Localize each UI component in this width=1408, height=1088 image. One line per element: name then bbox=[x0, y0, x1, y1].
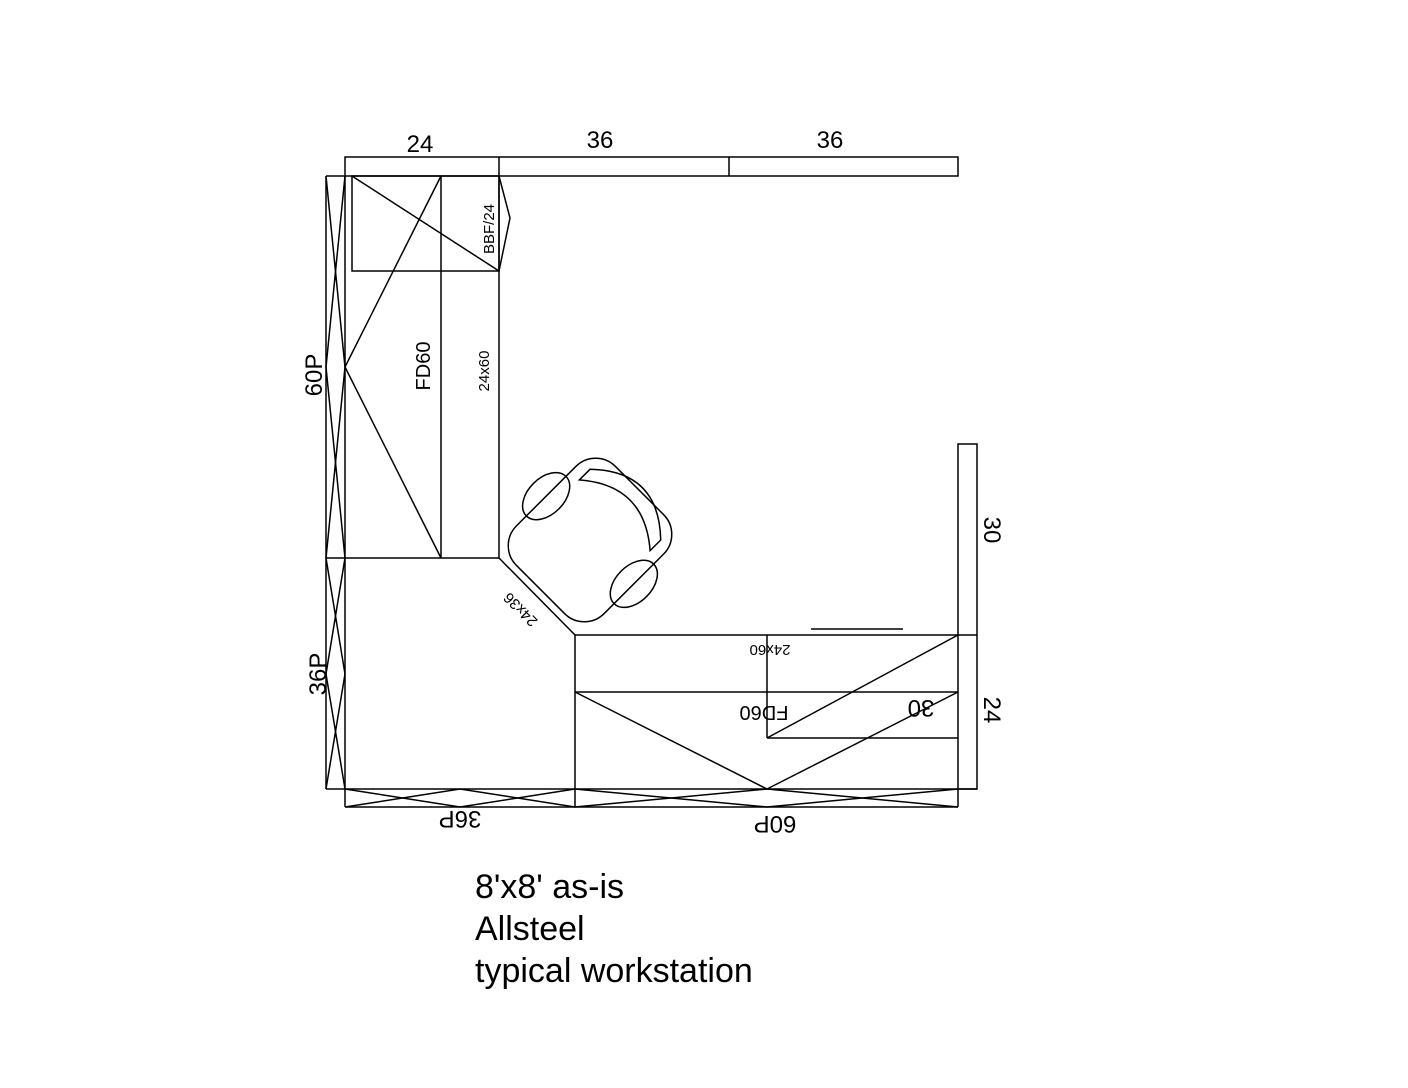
top-dim-24: 24 bbox=[407, 131, 434, 158]
right-dim-30: 30 bbox=[978, 517, 1005, 544]
fd60-bottom-label: FD60 bbox=[740, 701, 789, 723]
caption-line-3: typical workstation bbox=[475, 952, 753, 990]
right-dim-24: 24 bbox=[978, 697, 1005, 724]
top-dim-36-a: 36 bbox=[587, 127, 614, 154]
left-panel-36p: 36P bbox=[305, 653, 332, 696]
right-end-panel bbox=[957, 443, 978, 790]
left-panel-60p: 60P bbox=[301, 354, 328, 397]
caption-line-2: Allsteel bbox=[475, 910, 585, 948]
top-dimension-strip bbox=[344, 156, 959, 177]
bbf-box bbox=[351, 175, 511, 272]
chair-icon bbox=[507, 457, 673, 623]
caption-line-1: 8'x8' as-is bbox=[475, 868, 625, 906]
bottom-panel-36p: 36P bbox=[439, 805, 482, 832]
bottom-worksurface bbox=[574, 628, 959, 790]
top-dim-36-b: 36 bbox=[817, 127, 844, 154]
bbf-label: BBF/24 bbox=[481, 204, 498, 254]
bottom-panel-60p: 60P bbox=[754, 810, 797, 837]
worksurface-24x60-bottom-label: 24x60 bbox=[750, 641, 791, 658]
fd60-left-label: FD60 bbox=[413, 342, 435, 391]
worksurface-24x60-left-label: 24x60 bbox=[476, 351, 493, 392]
drawer-30-label: 30 bbox=[908, 694, 935, 721]
drawing-caption: 8'x8' as-is Allsteel typical workstation bbox=[475, 866, 753, 992]
left-worksurface bbox=[344, 175, 500, 559]
bottom-panel-strip bbox=[326, 788, 977, 808]
left-panel-strip bbox=[325, 175, 346, 790]
